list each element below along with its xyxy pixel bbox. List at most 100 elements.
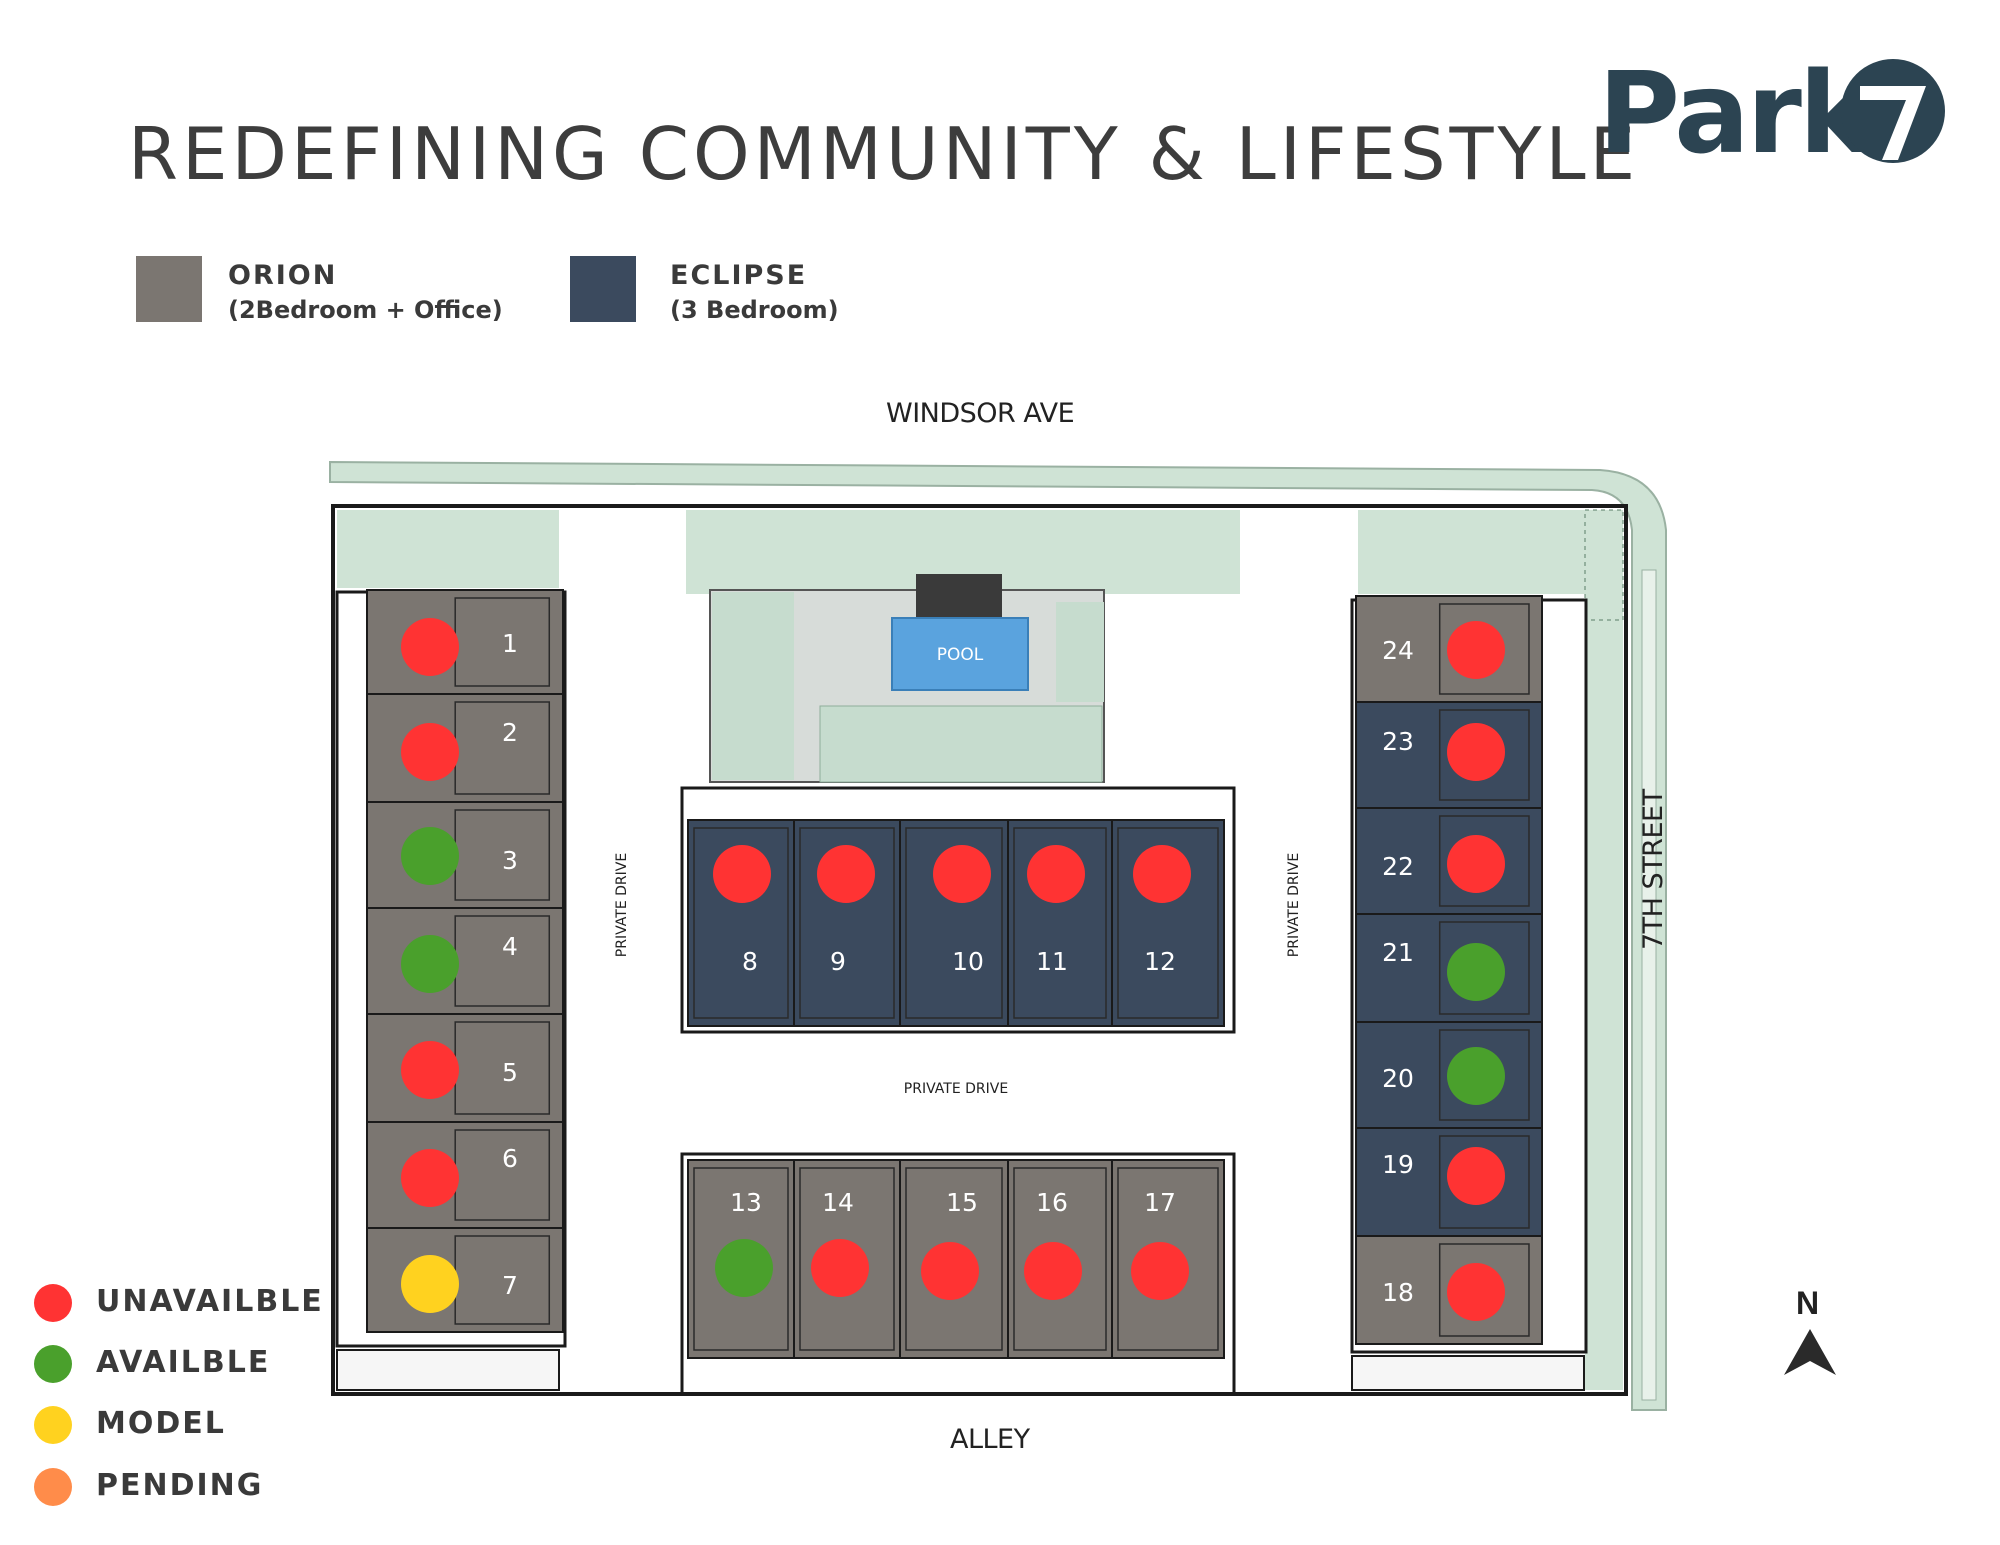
unit-16-room-outline	[1013, 1167, 1107, 1351]
unit-13-status-dot	[715, 1239, 773, 1297]
unit-3-number: 3	[502, 846, 518, 875]
unit-14-room-outline	[799, 1167, 895, 1351]
unit-3-status-dot	[401, 827, 459, 885]
unit-12-status-dot	[1133, 845, 1191, 903]
unit-14-number: 14	[822, 1188, 854, 1217]
logo-wordmark: Park	[1598, 49, 1873, 179]
unit-5-number: 5	[502, 1058, 518, 1087]
park7-logo: Park	[1598, 52, 1948, 182]
unit-22-status-dot	[1447, 835, 1505, 893]
orion-description: (2Bedroom + Office)	[228, 296, 503, 324]
unit-21-number: 21	[1382, 938, 1414, 967]
unit-7-number: 7	[502, 1271, 518, 1300]
unit-7-status-dot	[401, 1255, 459, 1313]
legend-label-unavailable: UNAVAILBLE	[96, 1284, 324, 1319]
unit-13-number: 13	[730, 1188, 762, 1217]
unit-12-number: 12	[1144, 947, 1176, 976]
eclipse-swatch	[570, 256, 636, 322]
unit-9-number: 9	[830, 947, 846, 976]
unit-3[interactable]	[366, 801, 564, 909]
legend-dot-pending	[34, 1468, 72, 1506]
unit-6-status-dot	[401, 1149, 459, 1207]
unit-18-room-outline	[1438, 1243, 1530, 1337]
unit-18-status-dot	[1447, 1263, 1505, 1321]
north-arrow-icon	[1784, 1329, 1836, 1375]
north-letter: N	[1796, 1285, 1820, 1321]
street-windsor-ave: WINDSOR AVE	[886, 398, 1075, 429]
street-alley: ALLEY	[950, 1424, 1030, 1455]
legend-label-model: MODEL	[96, 1406, 226, 1441]
unit-6[interactable]	[366, 1121, 564, 1229]
unit-23-room-outline	[1438, 709, 1530, 801]
unit-17-number: 17	[1144, 1188, 1176, 1217]
landscape-ne	[1358, 510, 1623, 594]
north-arrow: N	[1780, 1285, 1840, 1375]
unit-17-status-dot	[1131, 1242, 1189, 1300]
orion-swatch	[136, 256, 202, 322]
eclipse-description: (3 Bedroom)	[670, 296, 839, 324]
south-walk-east	[1351, 1355, 1585, 1391]
unit-4-status-dot	[401, 935, 459, 993]
pool	[891, 617, 1029, 691]
unit-8-number: 8	[742, 947, 758, 976]
frontage-landscape	[329, 460, 1667, 1411]
unit-9-status-dot	[817, 845, 875, 903]
unit-12-room-outline	[1117, 827, 1219, 1019]
unit-18-number: 18	[1382, 1278, 1414, 1307]
unit-24-status-dot	[1447, 621, 1505, 679]
unit-11-status-dot	[1027, 845, 1085, 903]
unit-6-number: 6	[502, 1144, 518, 1173]
orion-name: ORION	[228, 260, 338, 291]
unit-14-status-dot	[811, 1239, 869, 1297]
unit-1[interactable]	[366, 589, 564, 695]
private-drive-east-label: PRIVATE DRIVE	[1286, 853, 1302, 957]
south-walk-west	[336, 1349, 560, 1391]
unit-19-number: 19	[1382, 1150, 1414, 1179]
building-center-south	[680, 1152, 1236, 1396]
east-sidewalk	[1641, 569, 1657, 1401]
building-center-north	[680, 786, 1236, 1034]
legend-dot-available	[34, 1345, 72, 1383]
unit-1-number: 1	[502, 629, 518, 658]
unit-15-status-dot	[921, 1242, 979, 1300]
private-drive-west-label: PRIVATE DRIVE	[614, 853, 630, 957]
unit-22-room-outline	[1438, 815, 1530, 907]
legend-dot-model	[34, 1406, 72, 1444]
eclipse-name: ECLIPSE	[670, 260, 808, 291]
courtyard-planter-west	[712, 592, 794, 780]
landscape-east	[1585, 510, 1623, 1390]
page-title: REDEFINING COMMUNITY & LIFESTYLE	[128, 112, 1640, 196]
unit-13-room-outline	[693, 1167, 789, 1351]
unit-5-status-dot	[401, 1041, 459, 1099]
street-7th-street: 7TH STREET	[1638, 789, 1669, 950]
unit-5[interactable]	[366, 1013, 564, 1123]
unit-2-number: 2	[502, 718, 518, 747]
unit-24-number: 24	[1382, 636, 1414, 665]
private-drive-center-label: PRIVATE DRIVE	[904, 1081, 1008, 1097]
unit-23-number: 23	[1382, 727, 1414, 756]
unit-20-status-dot	[1447, 1047, 1505, 1105]
legend-label-available: AVAILBLE	[96, 1345, 271, 1380]
unit-21-status-dot	[1447, 943, 1505, 1001]
unit-10-status-dot	[933, 845, 991, 903]
unit-19-room-outline	[1438, 1135, 1530, 1229]
unit-15-room-outline	[905, 1167, 1003, 1351]
unit-10-room-outline	[905, 827, 1003, 1019]
unit-22-number: 22	[1382, 852, 1414, 881]
unit-11-room-outline	[1013, 827, 1107, 1019]
unit-20-room-outline	[1438, 1029, 1530, 1121]
unit-16-number: 16	[1036, 1188, 1068, 1217]
legend-dot-unavailable	[34, 1284, 72, 1322]
unit-2[interactable]	[366, 693, 564, 803]
unit-21-room-outline	[1438, 921, 1530, 1015]
unit-7[interactable]	[366, 1227, 564, 1333]
unit-19-status-dot	[1447, 1147, 1505, 1205]
unit-9-room-outline	[799, 827, 895, 1019]
unit-10-number: 10	[952, 947, 984, 976]
unit-23-status-dot	[1447, 723, 1505, 781]
courtyard-lawn	[819, 705, 1103, 783]
unit-4[interactable]	[366, 907, 564, 1015]
unit-20-number: 20	[1382, 1064, 1414, 1093]
